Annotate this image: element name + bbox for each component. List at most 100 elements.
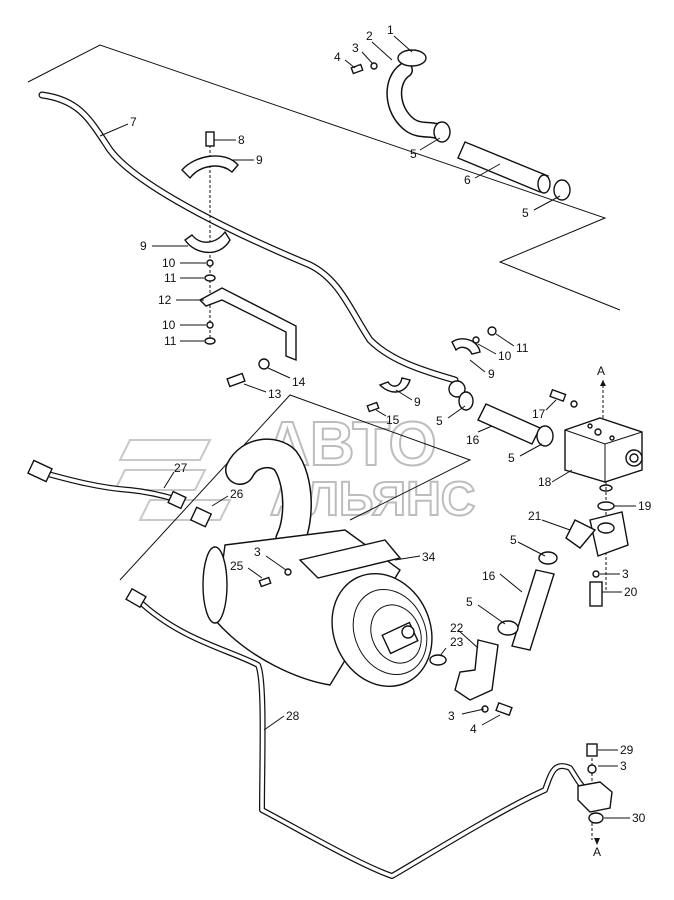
callout-5f: 5 [466, 595, 506, 625]
callout-2: 2 [366, 29, 393, 61]
fitting-29-30 [577, 743, 613, 840]
callout-number: 3 [622, 567, 629, 581]
callout-number: 20 [624, 585, 638, 599]
callouts: 1 2 3 4 3 4 5 5 5 5 5 5 6 7 8 9 9 9 9 10… [99, 23, 652, 825]
callout-27: 27 [163, 461, 188, 489]
callout-number: 17 [532, 407, 546, 421]
hose-16a [477, 403, 541, 445]
callout-number: 11 [164, 271, 177, 285]
callout-4: 4 [334, 50, 356, 69]
clamp-9c [451, 338, 481, 355]
callout-9a: 9 [232, 153, 263, 167]
callout-number: 5 [410, 147, 417, 161]
callout-number: 9 [414, 395, 421, 409]
bolt-4b [495, 701, 513, 717]
callout-number: 12 [158, 293, 172, 307]
callout-25: 25 [230, 559, 263, 579]
flange-1 [397, 49, 427, 67]
callout-number: 10 [162, 318, 176, 332]
callout-number: 30 [632, 811, 646, 825]
callout-number: 5 [508, 451, 515, 465]
callout-number: 28 [286, 709, 300, 723]
coolant-pipe-7 [27, 44, 621, 384]
callout-number: 16 [466, 433, 480, 447]
washer-3 [370, 62, 378, 70]
callout-number: 1 [387, 23, 394, 37]
callout-26: 26 [211, 487, 244, 507]
callout-18: 18 [538, 469, 573, 489]
callout-19: 19 [614, 499, 652, 513]
callout-number: 27 [174, 461, 188, 475]
clamp-5d [536, 425, 554, 447]
callout-number: 26 [230, 487, 244, 501]
callout-number: 6 [464, 173, 471, 187]
callout-3d: 3 [254, 545, 287, 571]
nut-11b [204, 337, 216, 345]
callout-number: 14 [292, 375, 306, 389]
bolt-17 [549, 388, 567, 403]
callout-3b: 3 [448, 708, 485, 723]
fitting-26 [189, 506, 213, 528]
callout-4b: 4 [470, 714, 501, 736]
line-28 [125, 587, 593, 879]
bolt-13 [226, 372, 246, 388]
callout-number: 2 [366, 29, 373, 43]
callout-34: 34 [394, 550, 436, 564]
callout-number: 10 [162, 256, 176, 270]
callout-number: 23 [450, 635, 464, 649]
callout-number: 3 [620, 759, 627, 773]
section-mark-top: A [597, 364, 605, 378]
callout-number: 4 [334, 50, 341, 64]
callout-12: 12 [158, 293, 204, 307]
callout-number: 21 [528, 509, 542, 523]
washer-10a [206, 259, 214, 267]
elbow-22 [454, 639, 499, 701]
callout-number: 15 [386, 413, 400, 427]
bracket-12 [198, 287, 297, 362]
callout-3c: 3 [600, 567, 629, 581]
callout-number: 5 [466, 595, 473, 609]
hose-16b [511, 569, 555, 651]
callout-22: 22 [450, 621, 479, 649]
callout-number: 3 [448, 709, 455, 723]
clamp-9a [181, 155, 239, 180]
callout-28: 28 [263, 709, 300, 731]
callout-20: 20 [602, 585, 638, 599]
watermark-logo-icon [113, 439, 232, 521]
callout-7: 7 [99, 115, 137, 137]
callout-number: 4 [470, 722, 477, 736]
callout-number: 3 [352, 41, 359, 55]
callout-10c: 10 [477, 343, 512, 363]
bolt-25 [258, 576, 272, 588]
washer-10c [472, 336, 480, 344]
callout-number: 7 [130, 115, 137, 129]
callout-6: 6 [464, 163, 501, 187]
callout-10a: 10 [162, 256, 206, 270]
elbow-21 [565, 511, 629, 607]
clamp-9b [184, 230, 231, 254]
callout-16a: 16 [466, 425, 493, 447]
callout-number: 18 [538, 475, 552, 489]
oring-19 [597, 501, 615, 511]
bolt-15 [366, 401, 380, 413]
callout-number: 19 [638, 499, 652, 513]
hose-assembly-top [350, 49, 571, 201]
callout-number: 8 [238, 133, 245, 147]
bolt-8 [205, 131, 215, 147]
bracket-assembly [181, 131, 297, 388]
callout-3e: 3 [598, 759, 627, 773]
washer-10b [206, 321, 214, 329]
line-27-assembly [27, 459, 213, 528]
callout-number: 16 [482, 569, 496, 583]
washer-3c [592, 570, 600, 578]
bracket-plate [298, 539, 402, 579]
section-mark-bottom: A [593, 845, 601, 859]
clamp-5c [458, 391, 474, 411]
clamp-5f [497, 620, 519, 636]
callout-5c: 5 [436, 405, 466, 428]
callout-30: 30 [604, 811, 646, 825]
callout-number: 34 [422, 550, 436, 564]
hose-6 [457, 141, 549, 193]
